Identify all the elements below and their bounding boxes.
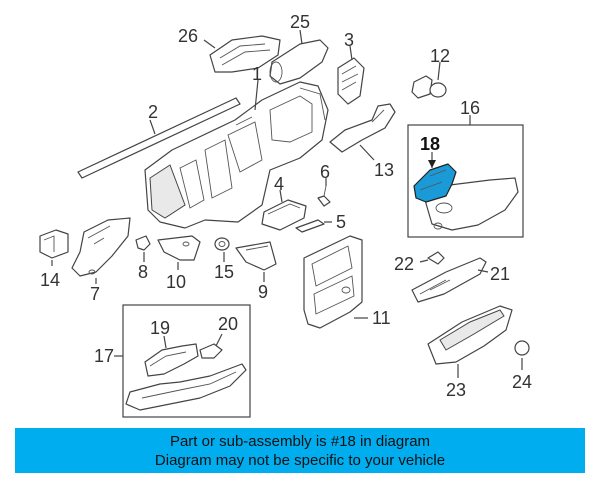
part-1-instrument-panel (144, 79, 329, 229)
callout-15: 15 (214, 262, 234, 282)
callout-18-highlighted: 18 (420, 134, 440, 154)
part-24-cap (514, 340, 530, 370)
part-12-knob (411, 61, 447, 99)
part-2-trim-strip (77, 97, 241, 179)
banner-line-part-number: Part or sub-assembly is #18 in diagram (169, 433, 431, 450)
part-16-group-box (407, 115, 524, 238)
part-4-panel (261, 189, 307, 231)
part-25-defroster-duct (269, 29, 329, 85)
callout-16: 16 (460, 98, 480, 118)
part-6-clip (317, 178, 331, 207)
callout-9: 9 (258, 282, 268, 302)
callout-13: 13 (374, 160, 394, 180)
part-20-duct (199, 333, 223, 359)
part-18-duct-highlighted (413, 152, 457, 203)
part-17-floor-duct (125, 363, 247, 411)
callout-26: 26 (178, 26, 198, 46)
part-14-switch (39, 229, 69, 266)
callout-4: 4 (274, 174, 284, 194)
part-5-strip (295, 219, 332, 233)
callout-7: 7 (90, 284, 100, 304)
callout-5: 5 (336, 212, 346, 232)
callout-10: 10 (166, 272, 186, 292)
part-15-grommet (214, 237, 230, 262)
callout-6: 6 (320, 162, 330, 182)
callout-25: 25 (290, 12, 310, 32)
part-26-bracket (203, 35, 281, 73)
callout-1: 1 (252, 64, 262, 84)
callout-23: 23 (446, 380, 466, 400)
part-23-glove-box (427, 305, 513, 378)
info-banner: Part or sub-assembly is #18 in diagram D… (15, 428, 585, 473)
callout-24: 24 (512, 372, 532, 392)
callout-17: 17 (94, 346, 114, 366)
callout-19: 19 (150, 318, 170, 338)
part-21-glove-box-panel (411, 257, 489, 303)
part-10-panel (157, 235, 201, 270)
part-7-side-panel (71, 217, 131, 284)
callout-21: 21 (490, 264, 510, 284)
callout-2: 2 (148, 102, 158, 122)
part-8-clip (135, 235, 151, 262)
callout-3: 3 (344, 30, 354, 50)
part-9-panel (235, 241, 277, 282)
parts-diagram: 1 2 3 4 5 6 7 8 9 10 11 12 13 14 15 16 1… (39, 12, 532, 418)
callout-22: 22 (394, 254, 414, 274)
part-3-vent (337, 45, 365, 105)
callout-11: 11 (372, 308, 391, 328)
callout-12: 12 (430, 46, 450, 66)
part-13-bracket (329, 103, 396, 161)
callout-14: 14 (40, 270, 60, 290)
callout-20: 20 (218, 314, 238, 334)
banner-line-disclaimer: Diagram may not be specific to your vehi… (154, 452, 446, 469)
part-11-center-bezel (303, 235, 368, 329)
parts-diagram-svg: 1 2 3 4 5 6 7 8 9 10 11 12 13 14 15 16 1… (39, 12, 532, 418)
part-19-duct (144, 335, 199, 377)
callout-8: 8 (138, 262, 148, 282)
part-17-group-box (114, 304, 251, 418)
part-22-clip (419, 251, 445, 265)
